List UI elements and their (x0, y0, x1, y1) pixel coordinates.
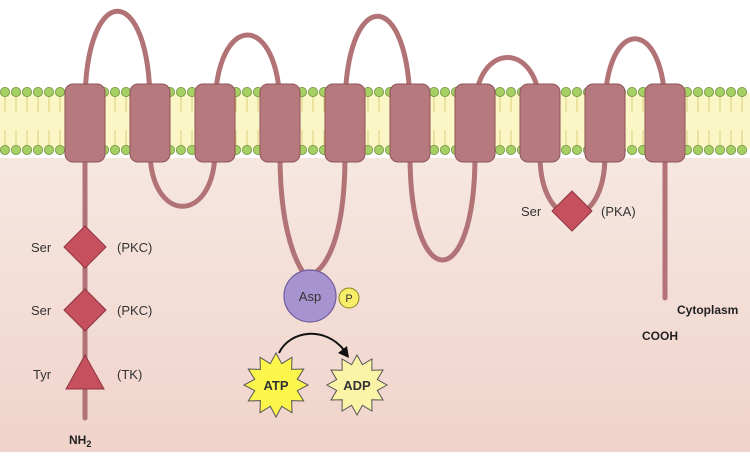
lipid-head (494, 144, 505, 155)
lipid-head (428, 87, 439, 98)
phosphate-circle (338, 287, 360, 309)
lipid-head (241, 144, 252, 155)
adp-starburst (325, 353, 389, 417)
lipid-head (33, 87, 44, 98)
lipid-head (373, 87, 384, 98)
lipid-head (10, 144, 21, 155)
tyr-label: Tyr (33, 367, 52, 382)
c-terminus-label: COOH (642, 329, 678, 343)
ser-pkc-diamond-2 (63, 288, 107, 332)
asp-label: Asp (299, 289, 321, 304)
transmembrane-segment-8 (519, 83, 561, 163)
lipid-head (0, 144, 10, 155)
cytoplasm-label: Cytoplasm (677, 303, 738, 317)
lipid-head (715, 87, 726, 98)
lipid-head (44, 144, 55, 155)
lipid-head (307, 144, 318, 155)
lipid-head (726, 87, 737, 98)
lipid-head (704, 144, 715, 155)
lipid-head (110, 144, 121, 155)
lipid-head (241, 87, 252, 98)
ser-label-2: Ser (31, 303, 52, 318)
lipid-head (726, 144, 737, 155)
transmembrane-segment-7 (454, 83, 496, 163)
lipid-head (505, 144, 516, 155)
tk-label: (TK) (117, 367, 142, 382)
n-terminus-subscript: 2 (86, 439, 91, 449)
ser-pkc-diamond-1 (63, 225, 107, 269)
transmembrane-segment-1 (64, 83, 106, 163)
transmembrane-segments (64, 83, 686, 163)
lipid-head (175, 87, 186, 98)
atp-starburst (242, 351, 310, 419)
lipid-head (175, 144, 186, 155)
phosphate-label: P (345, 293, 352, 305)
lipid-head (10, 87, 21, 98)
lipid-head (21, 87, 32, 98)
ser-label-1: Ser (31, 240, 52, 255)
cytoplasm-region (0, 158, 750, 452)
reaction-arrowhead (338, 346, 349, 358)
transmembrane-segment-5 (324, 83, 366, 163)
pkc-label-2: (PKC) (117, 303, 152, 318)
atp-label: ATP (263, 378, 288, 393)
pka-label: (PKA) (601, 204, 636, 219)
transmembrane-segment-2 (129, 83, 171, 163)
transmembrane-segment-10 (644, 83, 686, 163)
n-terminus-label: NH2 (69, 433, 91, 449)
lipid-head (439, 87, 450, 98)
lipid-head (693, 144, 704, 155)
pkc-label-1: (PKC) (117, 240, 152, 255)
transmembrane-segment-4 (259, 83, 301, 163)
lipid-head (505, 87, 516, 98)
tyr-tk-triangle (65, 353, 105, 390)
lipid-bilayer (0, 93, 750, 149)
lipid-head (307, 87, 318, 98)
lipid-head (33, 144, 44, 155)
reaction-arrow (278, 332, 345, 354)
lipid-head (494, 87, 505, 98)
asp-circle (283, 269, 337, 323)
lipid-head (44, 87, 55, 98)
polypeptide-chain (82, 8, 668, 421)
lipid-head (627, 87, 638, 98)
lipid-head (373, 144, 384, 155)
lipid-head (439, 144, 450, 155)
lipid-head (121, 144, 132, 155)
lipid-head (561, 144, 572, 155)
lipid-head (704, 87, 715, 98)
lipid-head (121, 87, 132, 98)
transmembrane-segment-6 (389, 83, 431, 163)
ser-pka-label: Ser (521, 204, 542, 219)
lipid-head (572, 144, 583, 155)
lipid-head (627, 144, 638, 155)
lipid-head (715, 144, 726, 155)
lipid-head (110, 87, 121, 98)
lipid-head (572, 87, 583, 98)
lipid-head (55, 87, 66, 98)
lipid-head (428, 144, 439, 155)
lipid-head (737, 144, 748, 155)
lipid-head (693, 87, 704, 98)
adp-label: ADP (343, 378, 371, 393)
transmembrane-segment-3 (194, 83, 236, 163)
lipid-head (55, 144, 66, 155)
transmembrane-segment-9 (584, 83, 626, 163)
lipid-head (561, 87, 572, 98)
lipid-head (21, 144, 32, 155)
lipid-head (737, 87, 748, 98)
ser-pka-diamond (551, 190, 593, 232)
lipid-head (0, 87, 10, 98)
